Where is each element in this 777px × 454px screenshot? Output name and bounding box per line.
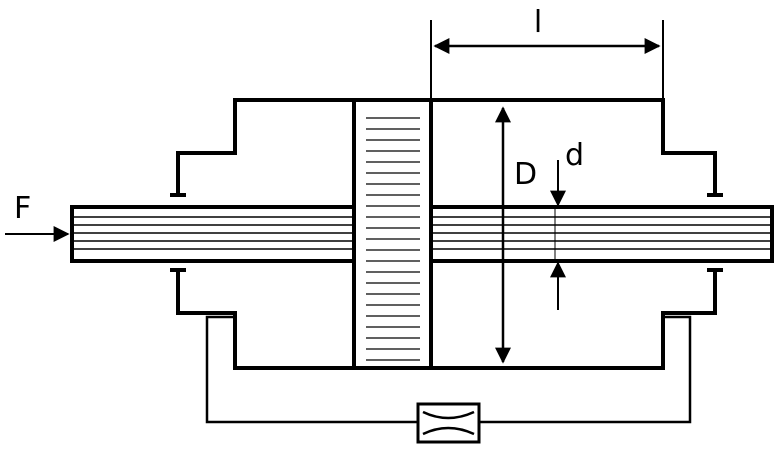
dimension-l <box>430 20 664 100</box>
force-label: F <box>14 191 31 226</box>
throttle-valve-icon <box>416 402 481 444</box>
piston-hatching <box>366 117 420 361</box>
rod-diameter-label: d <box>565 138 584 173</box>
stroke-length-label: l <box>534 5 542 40</box>
dimension-d-rod <box>550 160 566 310</box>
cylinder-body <box>170 98 723 370</box>
connecting-line <box>205 315 692 424</box>
bore-diameter-label: D <box>514 157 537 192</box>
piston <box>352 98 433 370</box>
